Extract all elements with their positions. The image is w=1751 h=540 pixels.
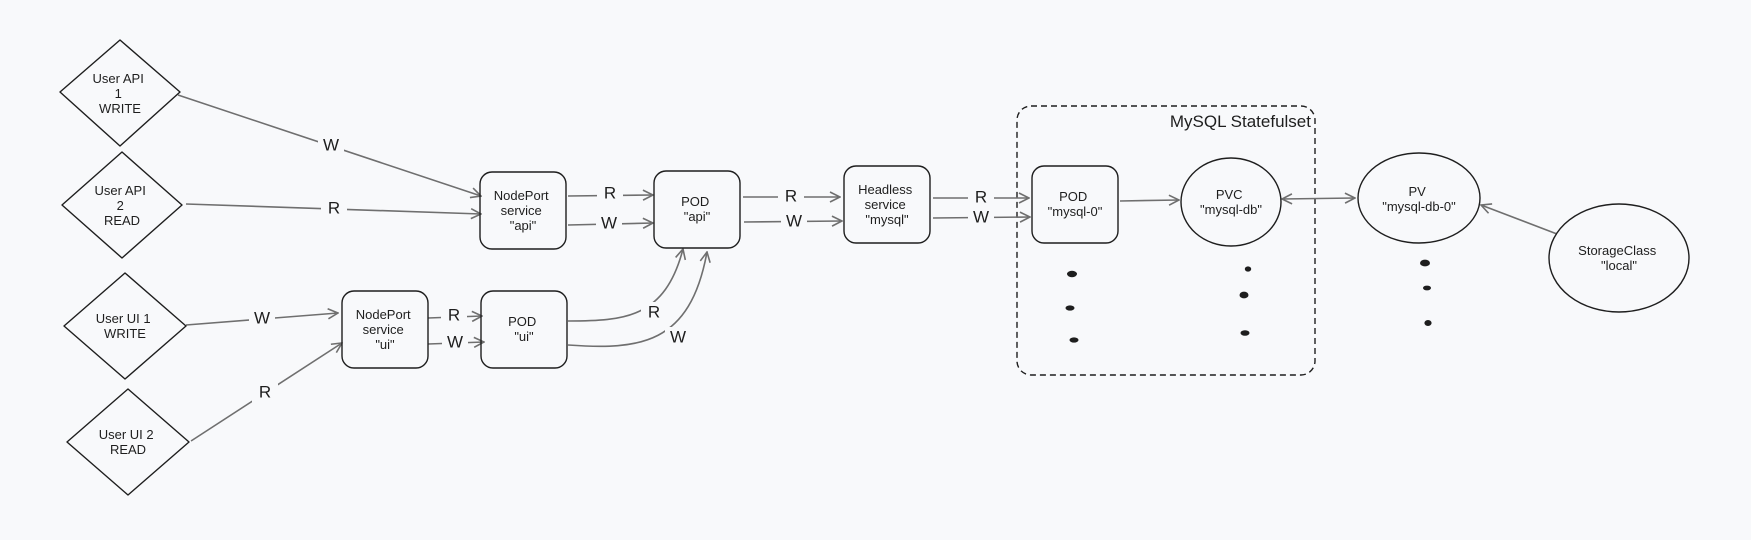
edge-nodeport-api-to-pod-api-w: W — [567, 213, 653, 235]
edge-label-np-api-w: W — [601, 213, 617, 232]
node-headless-mysql[interactable]: Headless service "mysql" — [843, 165, 931, 244]
edge-label-api-headless-w: W — [786, 211, 802, 230]
node-label-nodeport-api: NodePort service "api" — [494, 188, 553, 233]
nodes: User API 1 WRITE User API 2 READ User UI… — [59, 39, 1690, 496]
node-label-pod-api: POD "api" — [681, 194, 713, 224]
node-pod-mysql-0[interactable]: POD "mysql-0" — [1031, 165, 1119, 244]
dot — [1067, 270, 1077, 278]
edge-pvc-pv-link — [1282, 198, 1355, 199]
dot — [1420, 259, 1430, 267]
edge-headless-to-pod-mysql-r: R — [933, 187, 1029, 209]
statefulset-title: MySQL Statefulset — [1170, 112, 1311, 131]
edge-label-ui1-w: W — [254, 308, 270, 327]
node-user-api-1[interactable]: User API 1 WRITE — [59, 39, 181, 147]
node-pvc-mysql-db[interactable]: PVC "mysql-db" — [1180, 157, 1282, 247]
edge-label-ui-api-w: W — [670, 327, 686, 346]
statefulset-boundary — [1016, 105, 1316, 376]
node-storageclass-local[interactable]: StorageClass "local" — [1548, 203, 1690, 313]
edge-api1-to-nodeport-api: W — [177, 94, 481, 196]
edge-label-headless-mysql-r: R — [975, 187, 987, 206]
edge-label-api2-r: R — [328, 198, 340, 217]
node-label-user-ui-2: User UI 2 READ — [99, 427, 158, 457]
node-user-ui-1[interactable]: User UI 1 WRITE — [63, 272, 187, 380]
edge-nodeport-ui-to-pod-ui-w: W — [427, 332, 484, 354]
node-nodeport-api[interactable]: NodePort service "api" — [479, 171, 567, 250]
dot — [1244, 266, 1252, 272]
edge-label-np-ui-r: R — [448, 305, 460, 324]
edge-pod-ui-to-pod-api-r: R — [567, 249, 683, 324]
node-label-pod-ui: POD "ui" — [508, 314, 540, 344]
node-label-nodeport-ui: NodePort service "ui" — [356, 307, 415, 352]
edge-label-np-api-r: R — [604, 183, 616, 202]
edge-pod-ui-to-pod-api-w: W — [567, 252, 707, 349]
dot — [1423, 285, 1431, 291]
edge-nodeport-ui-to-pod-ui-r: R — [427, 305, 482, 327]
replica-dots-pv — [1420, 259, 1432, 326]
edge-label-ui-api-r: R — [648, 302, 660, 321]
edge-ui1-to-nodeport-ui: W — [185, 308, 338, 330]
edge-pod-api-to-headless-r: R — [743, 186, 840, 208]
edge-pod-mysql-to-pvc — [1119, 200, 1179, 201]
edge-label-api-headless-r: R — [785, 186, 797, 205]
dot — [1424, 320, 1432, 326]
replica-dots-pod — [1065, 270, 1079, 343]
node-label-user-ui-1: User UI 1 WRITE — [96, 311, 155, 341]
edge-nodeport-api-to-pod-api-r: R — [567, 183, 653, 205]
edge-api2-to-nodeport-api: R — [185, 198, 481, 220]
edge-label-ui2-r: R — [259, 382, 271, 401]
dot — [1239, 291, 1249, 299]
dot — [1069, 337, 1079, 343]
dot — [1240, 330, 1250, 336]
replica-dots-pvc — [1239, 266, 1252, 336]
node-pv-mysql-db-0[interactable]: PV "mysql-db-0" — [1357, 152, 1481, 244]
node-label-headless-mysql: Headless service "mysql" — [858, 182, 916, 227]
edge-storageclass-to-pv — [1481, 205, 1558, 235]
node-label-user-api-1: User API 1 WRITE — [93, 71, 148, 116]
node-user-ui-2[interactable]: User UI 2 READ — [66, 388, 190, 496]
node-label-pvc-mysql-db: PVC "mysql-db" — [1200, 187, 1262, 217]
node-pod-ui[interactable]: POD "ui" — [480, 290, 568, 369]
node-label-pv-mysql-db-0: PV "mysql-db-0" — [1382, 184, 1456, 214]
dot — [1065, 305, 1075, 311]
mysql-statefulset-group: MySQL Statefulset — [1016, 105, 1316, 376]
node-nodeport-ui[interactable]: NodePort service "ui" — [341, 290, 429, 369]
node-user-api-2[interactable]: User API 2 READ — [61, 151, 183, 259]
node-label-user-api-2: User API 2 READ — [95, 183, 150, 228]
node-pod-api[interactable]: POD "api" — [653, 170, 741, 249]
edge-ui2-to-nodeport-ui: R — [190, 343, 342, 442]
edges: W R W R R W R — [177, 94, 1558, 442]
edge-label-headless-mysql-w: W — [973, 207, 989, 226]
edge-headless-to-pod-mysql-w: W — [932, 207, 1030, 229]
node-label-storageclass-local: StorageClass "local" — [1578, 243, 1660, 273]
edge-label-api1-w: W — [323, 135, 339, 154]
node-label-pod-mysql-0: POD "mysql-0" — [1048, 189, 1103, 219]
edge-label-np-ui-w: W — [447, 332, 463, 351]
edge-pod-api-to-headless-w: W — [743, 211, 842, 233]
